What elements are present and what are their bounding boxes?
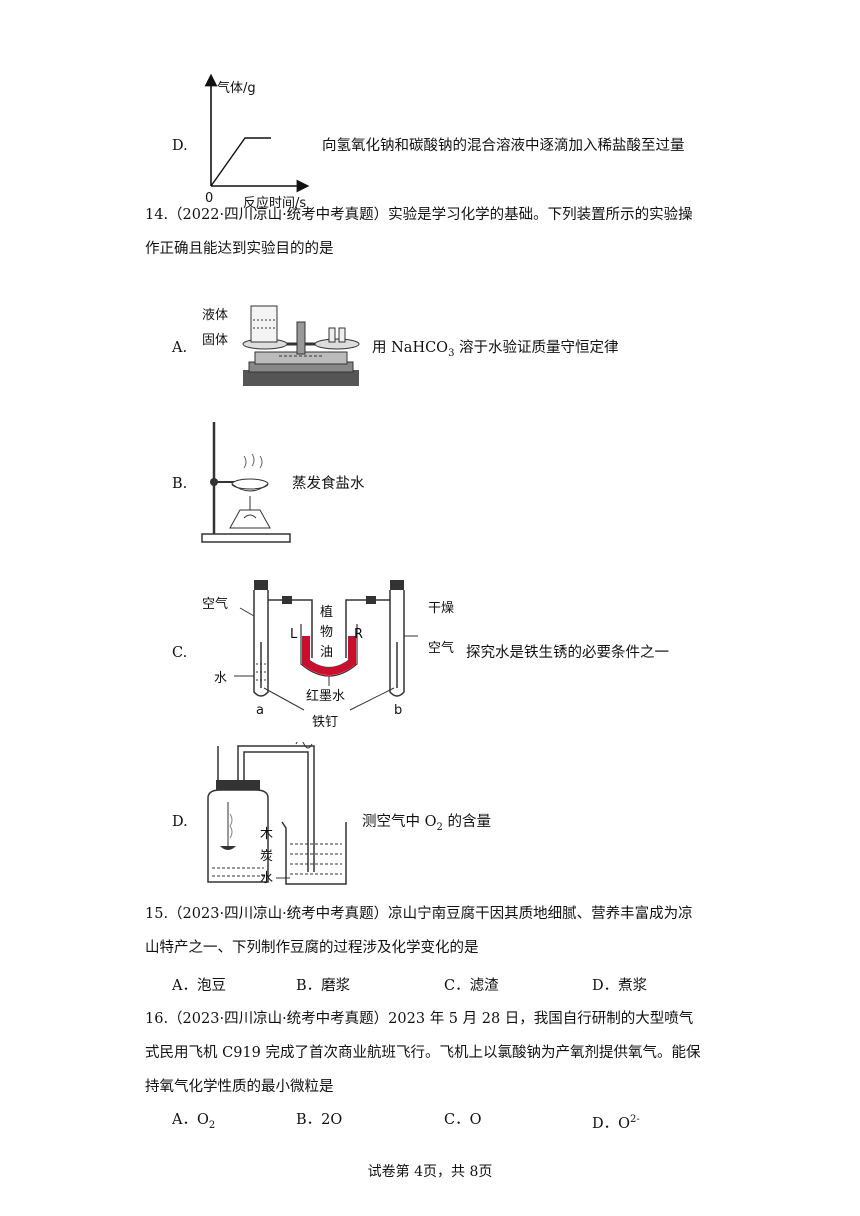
red-ink-label: 红墨水: [306, 688, 345, 704]
q14-option-c-text: 探究水是铁生锈的必要条件之一: [466, 645, 669, 661]
water-label: 水: [214, 671, 227, 686]
charcoal-label-2: 炭: [260, 849, 273, 864]
iron-nail-label: 铁钉: [312, 715, 338, 730]
rust-experiment-figure: 空气 水 a b L R 植 物 油 红墨水 铁钉 干燥 空气: [202, 580, 454, 730]
q14-option-b-text: 蒸发食盐水: [292, 476, 365, 492]
q14-stem: 14.（2022·四川凉山·统考中考真题）实验是学习化学的基础。下列装置所示的实…: [145, 207, 693, 257]
oil-label-3: 油: [320, 645, 333, 660]
y-axis-label: 气体/g: [217, 80, 256, 96]
L-label: L: [290, 627, 298, 642]
balance-solid-label: 固体: [202, 333, 229, 348]
evaporation-figure: [201, 422, 291, 543]
gas-curve: [210, 137, 271, 187]
oxygen-content-figure: 木 炭 水: [207, 742, 347, 886]
q16-option-d: D．O2-: [592, 1114, 640, 1132]
charcoal-label-1: 木: [260, 827, 273, 842]
q13-option-d-text: 向氢氧化钠和碳酸钠的混合溶液中逐滴加入稀盐酸至过量: [322, 138, 685, 154]
q16-option-c: C．O: [444, 1112, 482, 1128]
origin-label: 0: [205, 191, 213, 206]
oil-label-2: 物: [320, 625, 333, 640]
balance-figure: [242, 305, 360, 386]
q15-option-c: C．滤渣: [444, 978, 499, 994]
R-label: R: [354, 627, 363, 642]
q14-option-b-label: B.: [172, 476, 188, 492]
balance-liquid-label: 液体: [202, 308, 229, 323]
q14-option-d-label: D.: [172, 814, 188, 830]
beaker-water-label: 水: [260, 871, 273, 886]
q16-option-a: A．O2: [172, 1112, 216, 1131]
q15-stem: 15.（2023·四川凉山·统考中考真题）凉山宁南豆腐干因其质地细腻、营养丰富成…: [145, 906, 693, 956]
page-footer: 试卷第 4页，共 8页: [367, 1164, 493, 1180]
q13-option-d-label: D.: [172, 138, 188, 154]
tube-a-label: a: [256, 703, 264, 718]
q15-option-b: B．磨浆: [296, 978, 351, 994]
q16-stem: 16.（2023·四川凉山·统考中考真题）2023 年 5 月 28 日，我国自…: [145, 1011, 701, 1095]
q14-option-a-text: 用 NaHCO3 溶于水验证质量守恒定律: [372, 340, 619, 359]
air-label: 空气: [202, 596, 228, 612]
dry-label-1: 干燥: [428, 601, 454, 616]
q14-option-a-label: A.: [172, 340, 188, 356]
q15-option-a: A．泡豆: [172, 978, 226, 994]
q13-gas-time-graph: 气体/g 0 反应时间/s: [204, 74, 310, 211]
q14-option-c-label: C.: [172, 645, 188, 661]
q14-option-d-text: 测空气中 O2 的含量: [362, 814, 491, 833]
q16-option-b: B．2O: [296, 1112, 343, 1128]
tube-b-label: b: [394, 703, 402, 718]
oil-label-1: 植: [320, 605, 333, 620]
dry-label-2: 空气: [428, 640, 454, 656]
x-axis-label: 反应时间/s: [243, 195, 306, 211]
q15-option-d: D．煮浆: [592, 978, 648, 994]
